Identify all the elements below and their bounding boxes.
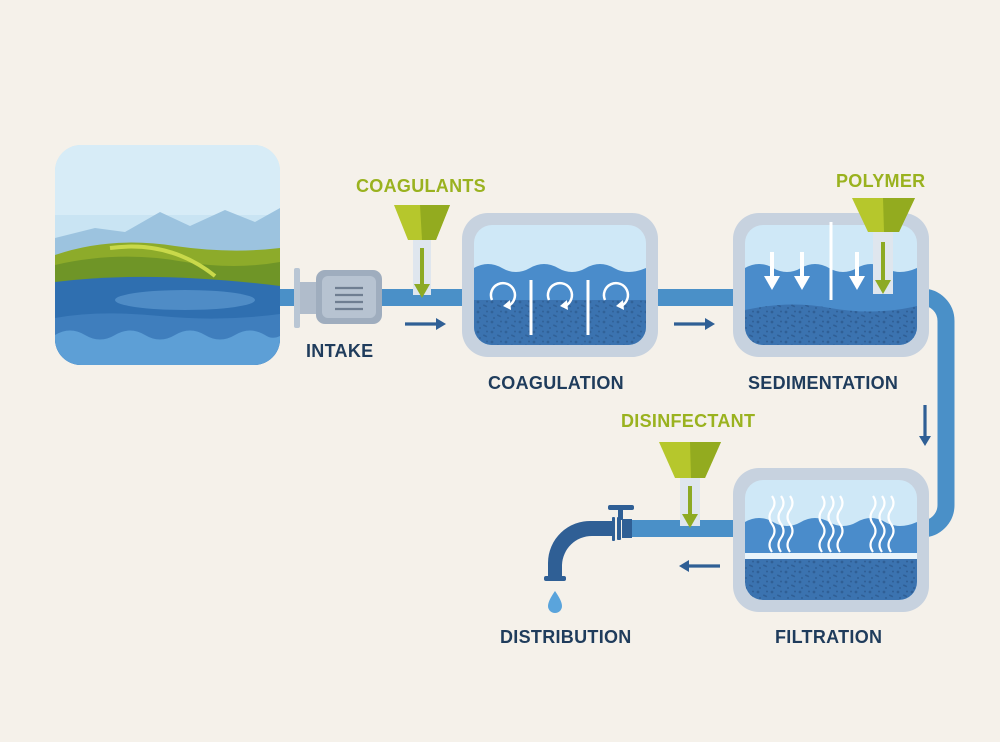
polymer-hopper (852, 198, 915, 294)
flow-arrow (919, 405, 931, 446)
filtration-tank (733, 468, 929, 612)
filtration-label: FILTRATION (775, 627, 883, 647)
filter-stream-icon (768, 495, 794, 553)
water-drop-icon (548, 591, 562, 613)
mixing-icon (602, 281, 630, 310)
distribution-label: DISTRIBUTION (500, 627, 632, 647)
filter-stream-icon (818, 495, 844, 553)
faucet-icon (544, 505, 634, 581)
intake-pump (294, 268, 382, 328)
coagulants-label: COAGULANTS (356, 176, 486, 196)
flow-arrow (679, 560, 720, 572)
coagulants-hopper (394, 205, 450, 298)
pipe-sedimentation-to-filtration (915, 288, 955, 538)
water-source-landscape (55, 145, 280, 365)
mixing-icon (489, 281, 517, 310)
sedimentation-tank (733, 213, 929, 357)
coagulation-tank (462, 213, 658, 357)
pipe-coagulation-to-sedimentation (640, 289, 750, 306)
settling-arrow-icon (794, 252, 810, 290)
filter-stream-icon (869, 495, 895, 553)
settling-arrow-icon (849, 252, 865, 290)
flow-arrow (405, 318, 446, 330)
polymer-label: POLYMER (836, 171, 926, 191)
coagulation-label: COAGULATION (488, 373, 624, 393)
pipe-filtration-to-tap (622, 520, 750, 537)
flow-arrow (674, 318, 715, 330)
sedimentation-label: SEDIMENTATION (748, 373, 899, 393)
mixing-icon (546, 281, 574, 310)
intake-label: INTAKE (306, 341, 374, 361)
disinfectant-label: DISINFECTANT (621, 411, 756, 431)
settling-arrow-icon (764, 252, 780, 290)
disinfectant-hopper (659, 442, 721, 528)
